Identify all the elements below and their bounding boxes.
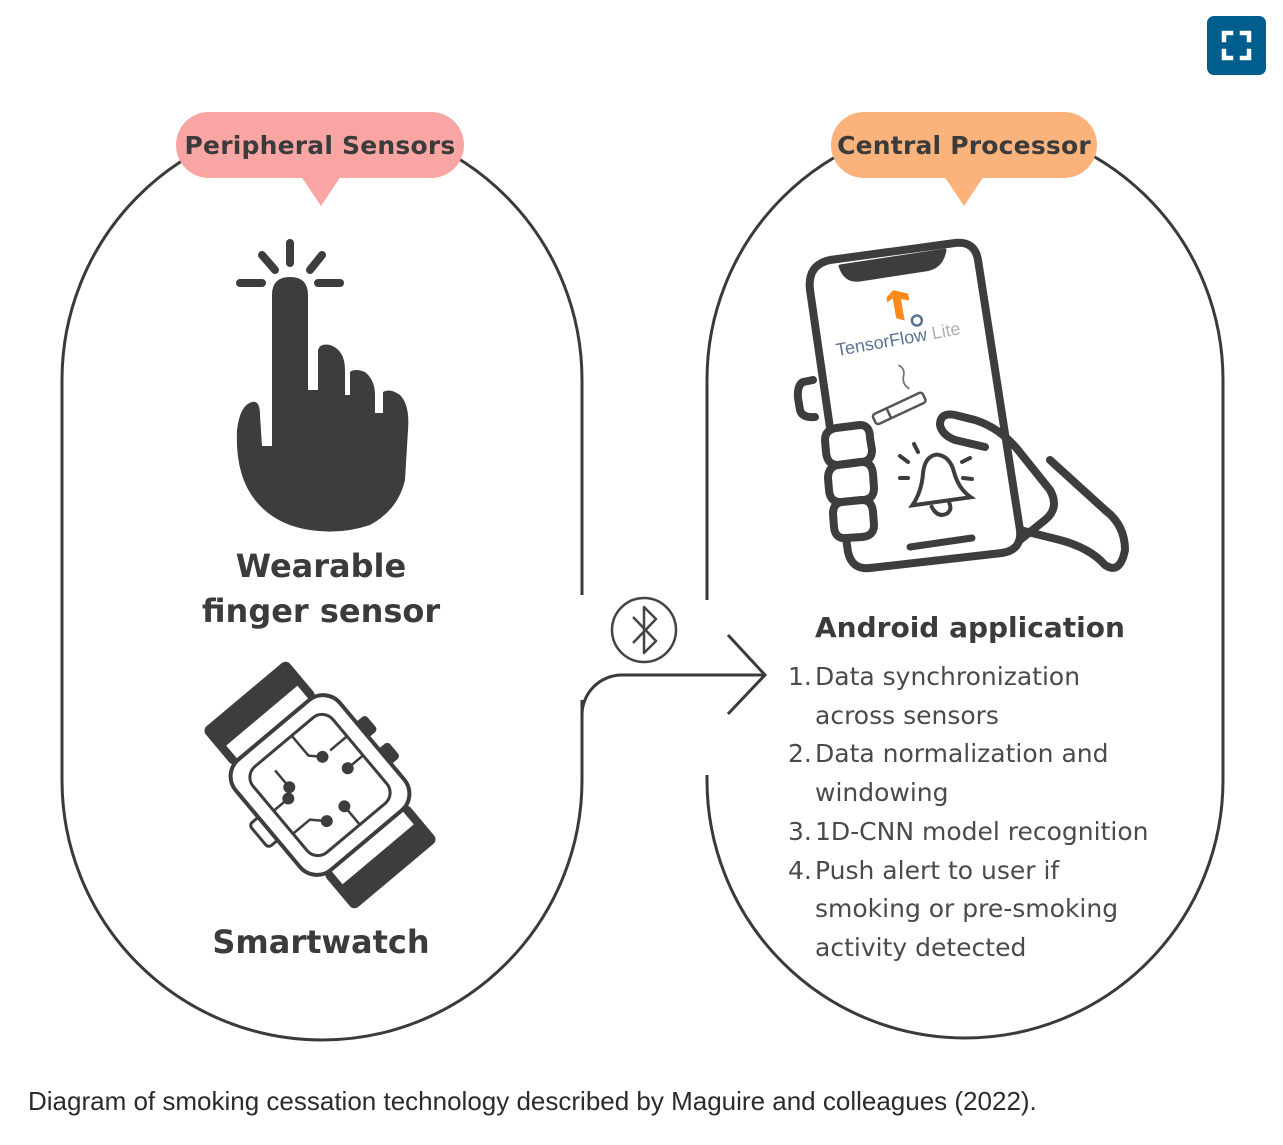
- connector-arrow-line: [580, 673, 763, 720]
- diagram-canvas: [60, 118, 1225, 1042]
- step-number: 3.: [788, 816, 812, 846]
- fullscreen-expand-icon: [1221, 30, 1252, 61]
- step-text-line: 1D-CNN model recognition: [815, 816, 1149, 846]
- right-capsule-outline: [705, 120, 1225, 1040]
- step-number: 2.: [788, 739, 812, 769]
- step-number: 4.: [788, 855, 812, 885]
- wearable-finger-sensor-label: Wearable finger sensor: [160, 544, 482, 634]
- cigarette-icon: [871, 364, 927, 426]
- peripheral-sensors-header: Peripheral Sensors: [176, 112, 464, 178]
- step-item: 2. Data normalization and windowing: [788, 735, 1188, 812]
- step-text-line: activity detected: [815, 932, 1027, 962]
- phone-in-hand-icon: [793, 238, 1129, 573]
- bell-alert-icon: [898, 442, 977, 517]
- expand-fullscreen-button[interactable]: [1207, 16, 1266, 75]
- step-item: 1. Data synchronization across sensors: [788, 658, 1188, 735]
- peripheral-sensors-header-pointer: [301, 176, 341, 206]
- step-text-line: Push alert to user if: [815, 855, 1060, 885]
- left-capsule-outline: [60, 118, 584, 1042]
- connector-arrowhead: [726, 633, 768, 716]
- central-processor-header: Central Processor: [831, 112, 1097, 178]
- step-text-line: Data normalization and: [815, 739, 1109, 769]
- step-text-line: Data synchronization: [815, 662, 1081, 691]
- smartwatch-icon: [204, 661, 436, 909]
- lite-text: Lite: [929, 318, 962, 344]
- step-text-line: smoking or pre-smoking: [815, 894, 1119, 924]
- figure-caption: Diagram of smoking cessation technology …: [28, 1086, 1037, 1116]
- processing-steps-list: 1. Data synchronization across sensors 2…: [788, 658, 1188, 968]
- tap-finger-icon: [236, 239, 409, 532]
- central-processor-header-pointer: [944, 176, 984, 206]
- step-number: 1.: [788, 662, 812, 691]
- step-text-line: across sensors: [815, 700, 999, 730]
- tensorflow-logo-icon: [886, 290, 924, 327]
- wearable-label-line1: Wearable: [235, 547, 407, 585]
- android-application-title: Android application: [815, 611, 1125, 644]
- step-text-line: windowing: [815, 778, 949, 808]
- step-item: 3. 1D-CNN model recognition: [788, 813, 1188, 852]
- step-item: 4. Push alert to user if smoking or pre-…: [788, 852, 1188, 968]
- wearable-label-line2: finger sensor: [201, 592, 441, 630]
- bluetooth-icon: [610, 596, 678, 664]
- smartwatch-label: Smartwatch: [212, 923, 430, 961]
